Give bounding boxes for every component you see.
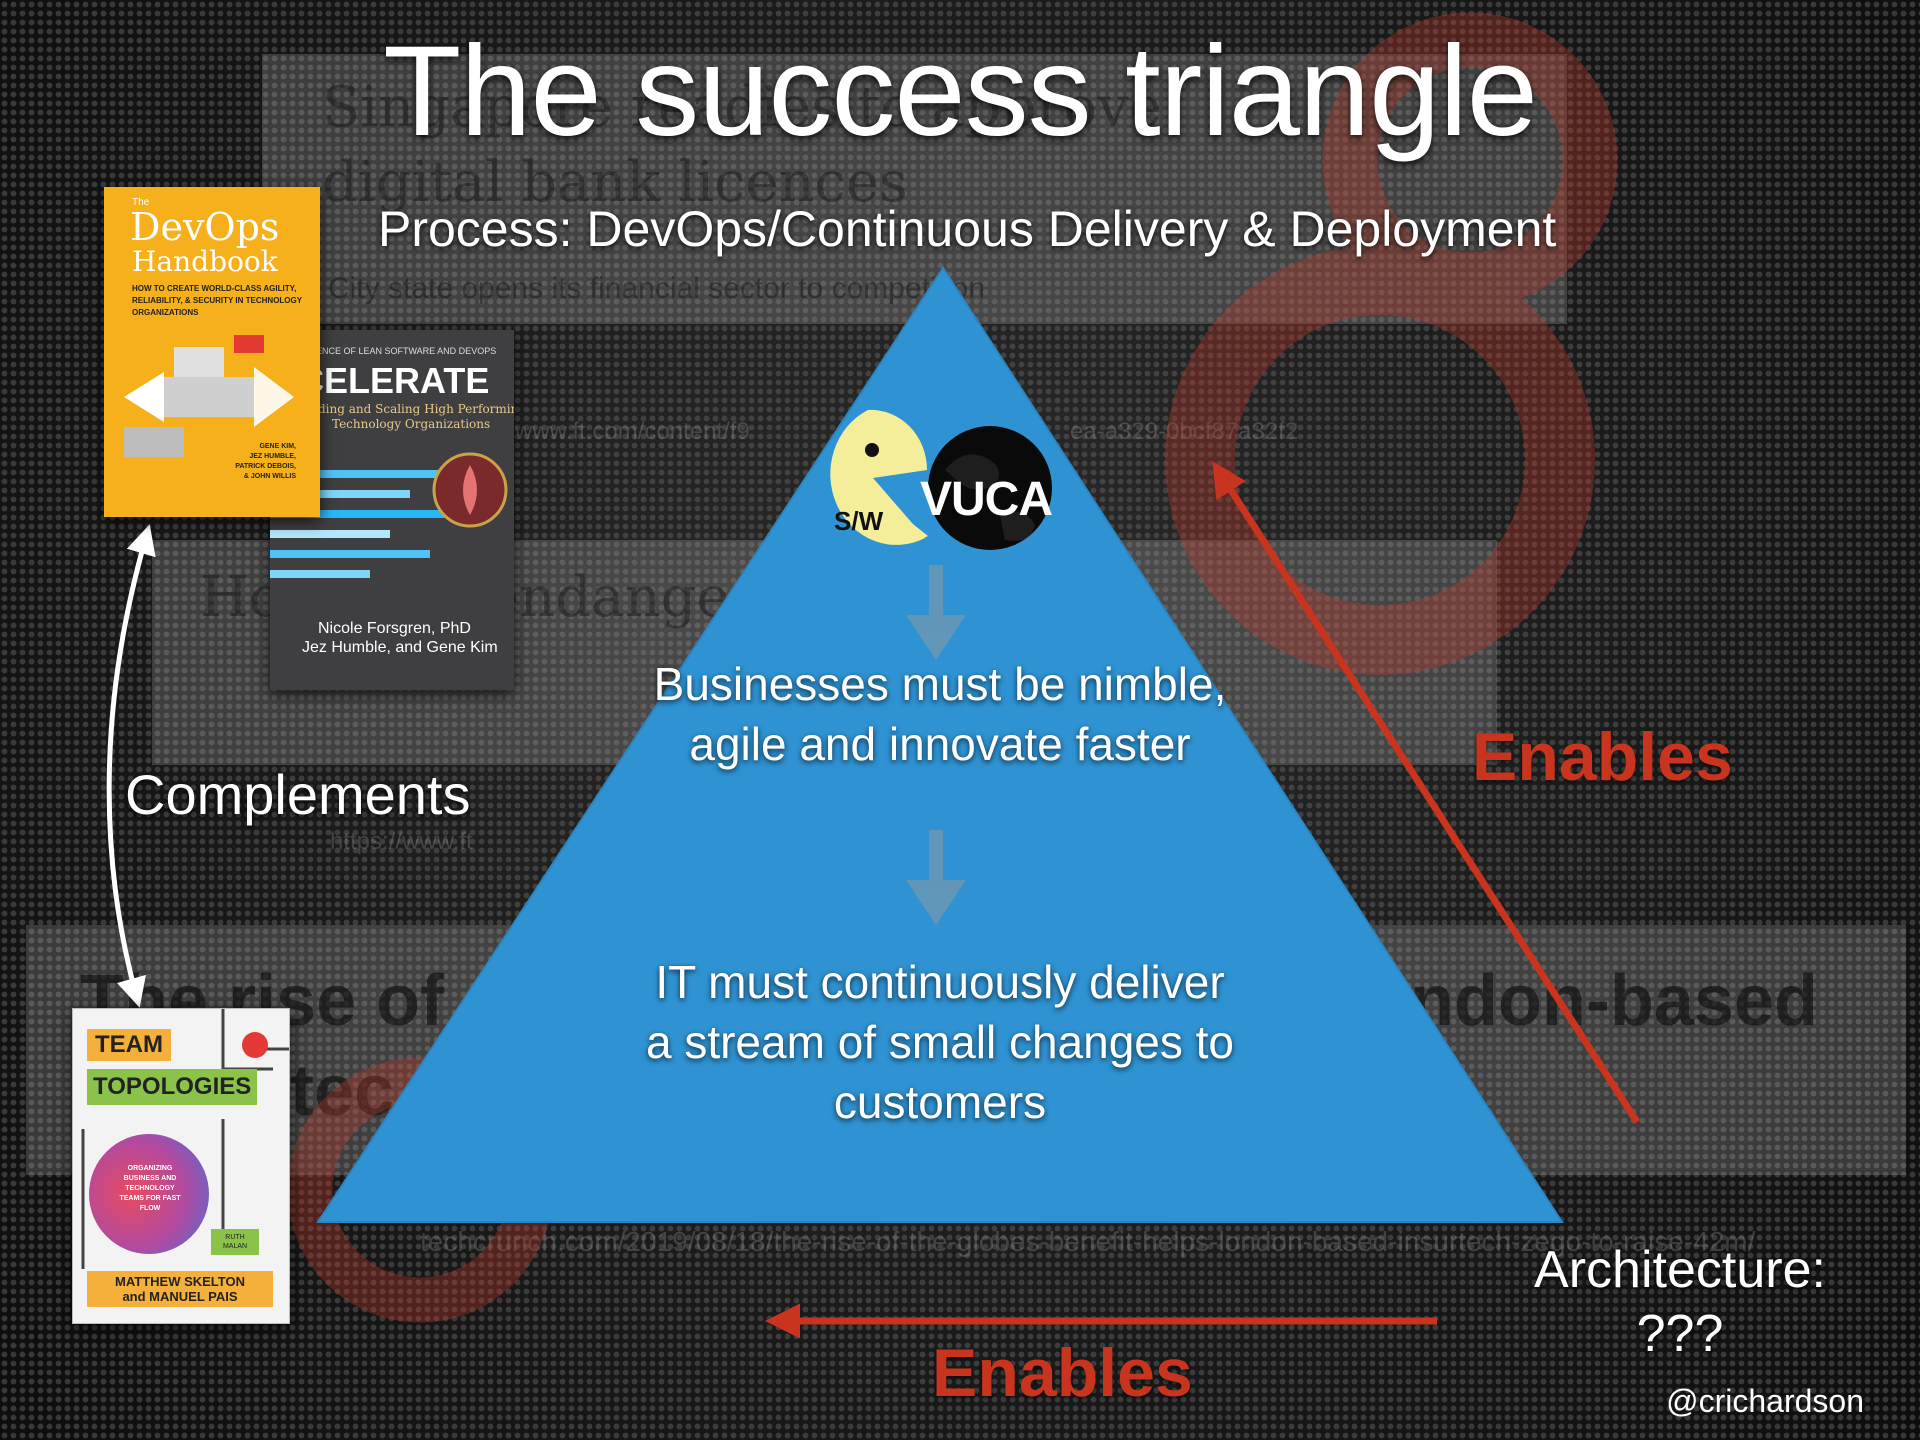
accelerate-top-line: ENCE OF LEAN SOFTWARE AND DEVOPS bbox=[316, 346, 497, 356]
enables-bottom-label: Enables bbox=[932, 1335, 1193, 1411]
devops-the: The bbox=[132, 197, 150, 208]
complements-label: Complements bbox=[125, 763, 471, 826]
book-team-topologies: TEAM TOPOLOGIES ORGANIZING BUSINESS AND … bbox=[72, 1008, 290, 1324]
devops-authors: GENE KIM, JEZ HUMBLE, PATRICK DEBOIS, & … bbox=[235, 442, 296, 482]
background-subheadline: City state opens its financial sector to… bbox=[328, 272, 985, 305]
author-credit: @crichardson bbox=[1666, 1383, 1864, 1419]
background-headline-1: Singapore readies to approve bbox=[322, 75, 1162, 140]
background-url-4: techcrunch.com/2019/08/18/the-rise-of-th… bbox=[420, 1226, 1756, 1257]
complements-arrow bbox=[106, 524, 156, 1008]
architecture-label: Architecture: ??? bbox=[1500, 1238, 1860, 1366]
devops-title-1: DevOps bbox=[130, 205, 280, 249]
vuca-icon-label: VUCA bbox=[920, 473, 1053, 526]
enables-right-label: Enables bbox=[1472, 719, 1733, 795]
enables-diagonal-arrow bbox=[1212, 461, 1640, 1124]
devops-title-2: Handbook bbox=[132, 245, 278, 278]
accelerate-author-2: Jez Humble, and Gene Kim bbox=[302, 639, 498, 656]
down-arrow-1 bbox=[906, 565, 966, 660]
book-devops-handbook: The DevOps Handbook HOW TO CREATE WORLD-… bbox=[104, 187, 320, 517]
background-url-1: www.ft.com/content/f9 bbox=[515, 418, 750, 445]
team-circle-text: ORGANIZING BUSINESS AND TECHNOLOGY TEAMS… bbox=[119, 1165, 181, 1212]
devops-author-1: GENE KIM, bbox=[259, 443, 296, 450]
process-label: Process: DevOps/Continuous Delivery & De… bbox=[378, 201, 1557, 257]
accelerate-subtitle-1: ding and Scaling High Performing bbox=[318, 402, 514, 416]
accelerate-subtitle-2: Technology Organizations bbox=[332, 417, 491, 431]
background-headline-2: digital bank licences bbox=[322, 150, 908, 215]
team-title-1: TEAM bbox=[87, 1029, 171, 1061]
software-pacman-icon bbox=[830, 409, 928, 545]
slide-title: The success triangle bbox=[383, 20, 1538, 163]
team-foreword: RUTH MALAN bbox=[211, 1229, 259, 1255]
triangle-statement-1: Businesses must be nimble, agile and inn… bbox=[653, 658, 1227, 770]
down-arrow-2 bbox=[906, 830, 966, 925]
devops-subtitle: HOW TO CREATE WORLD-CLASS AGILITY, RELIA… bbox=[132, 284, 302, 317]
accelerate-author-1: Nicole Forsgren, PhD bbox=[318, 620, 471, 637]
accelerate-cover-art bbox=[270, 452, 508, 578]
devops-cover-art bbox=[124, 335, 294, 457]
triangle-statement-2: IT must continuously deliver a stream of… bbox=[645, 956, 1235, 1128]
background-clipping-1 bbox=[262, 54, 1567, 324]
software-icon-label: S/W bbox=[834, 506, 884, 536]
success-triangle bbox=[316, 266, 1564, 1223]
team-circle-venn bbox=[89, 1134, 209, 1254]
architecture-label-line2: ??? bbox=[1636, 1305, 1724, 1363]
background-headline-5: ndon-based bbox=[1410, 961, 1818, 1041]
background-url-2: ea-a329-0bcf87a32f2 bbox=[1070, 418, 1299, 445]
background-headline-6: tec bbox=[290, 1051, 395, 1131]
devops-author-3: PATRICK DEBOIS, bbox=[235, 463, 296, 470]
architecture-label-line1: Architecture: bbox=[1534, 1241, 1826, 1299]
background-url-3: https://www.ft bbox=[330, 828, 473, 855]
team-authors-box: MATTHEW SKELTON and MANUEL PAIS bbox=[87, 1271, 273, 1307]
devops-author-2: JEZ HUMBLE, bbox=[249, 453, 296, 460]
devops-author-4: & JOHN WILLIS bbox=[243, 473, 296, 480]
team-author-1: MATTHEW SKELTON bbox=[115, 1274, 245, 1289]
team-author-2: and MANUEL PAIS bbox=[122, 1289, 238, 1304]
team-title-2: TOPOLOGIES bbox=[87, 1069, 258, 1105]
vuca-globe-icon bbox=[928, 426, 1052, 550]
